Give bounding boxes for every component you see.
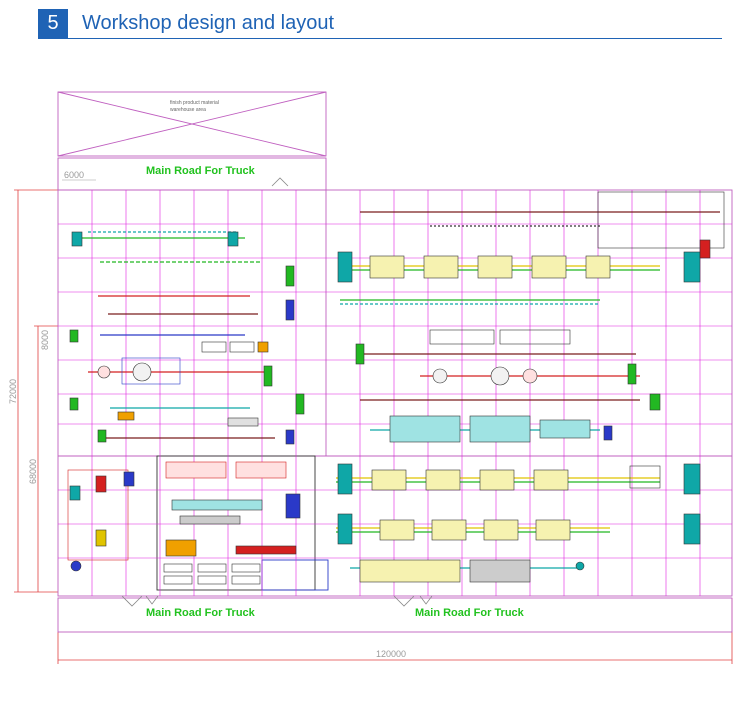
building-outline (57, 91, 733, 633)
bottom-left-zone (67, 461, 301, 585)
section-title: Workshop design and layout (82, 12, 335, 34)
dimension-total-width: 120000 (376, 649, 407, 659)
main-road-bottom-right: Main Road For Truck (415, 607, 524, 619)
dimension-total-height: 72000 (8, 378, 18, 404)
section-number-badge: 5 (38, 9, 68, 38)
header-divider (38, 38, 722, 39)
storage-note-line2: warehouse area (170, 107, 206, 113)
truck-gates (121, 177, 433, 607)
section-header: 5 Workshop design and layout (38, 9, 722, 39)
left-zone-machines (69, 231, 305, 445)
dimension-inner-height: 68000 (28, 458, 38, 484)
storage-note-line1: finish product material (170, 100, 219, 106)
main-road-top: Main Road For Truck (146, 165, 255, 177)
main-road-bottom-left: Main Road For Truck (146, 607, 255, 619)
right-zone-machines (337, 191, 725, 583)
dimension-top: 6000 (64, 170, 85, 180)
left-zone-production-lines (80, 231, 275, 439)
dimension-bay: 8000 (40, 329, 50, 350)
